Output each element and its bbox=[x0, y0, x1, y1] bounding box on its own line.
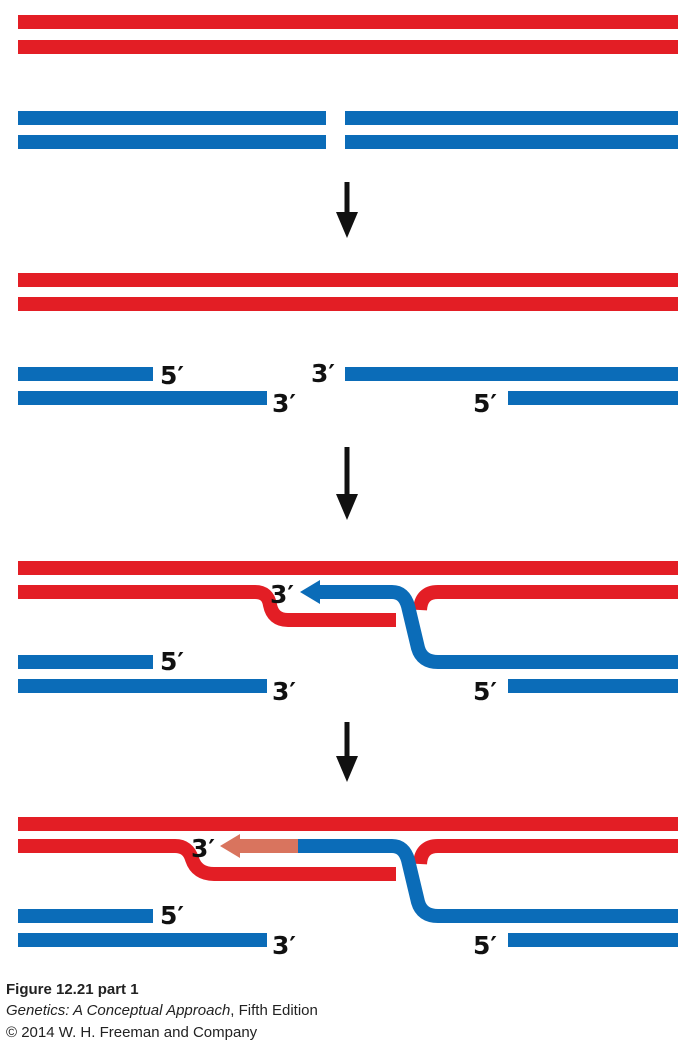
panel-2 bbox=[18, 273, 678, 405]
label-5-prime: 5′ bbox=[160, 901, 184, 930]
label-5-prime: 5′ bbox=[160, 361, 184, 390]
label-3-prime: 3′ bbox=[191, 834, 215, 863]
label-5-prime: 5′ bbox=[473, 389, 497, 418]
red-strand-displaced-left bbox=[18, 585, 396, 627]
book-title: Genetics: A Conceptual Approach bbox=[6, 1002, 231, 1019]
figure-number: Figure 12.21 part 1 bbox=[6, 981, 139, 998]
red-strand-displaced-right bbox=[413, 839, 678, 865]
step-arrow-3 bbox=[336, 722, 358, 782]
step-arrow-1 bbox=[336, 182, 358, 238]
label-5-prime: 5′ bbox=[473, 931, 497, 960]
label-5-prime: 5′ bbox=[160, 647, 184, 676]
label-3-prime: 3′ bbox=[272, 931, 296, 960]
label-3-prime: 3′ bbox=[272, 677, 296, 706]
label-3-prime: 3′ bbox=[311, 359, 335, 388]
panel-4 bbox=[18, 817, 678, 947]
label-3-prime: 3′ bbox=[272, 389, 296, 418]
blue-invading-strand bbox=[316, 585, 678, 669]
book-credit: Genetics: A Conceptual Approach, Fifth E… bbox=[6, 1001, 318, 1021]
blue-invading-strand bbox=[298, 839, 678, 923]
step-arrow-2 bbox=[336, 447, 358, 520]
red-strand-displaced-right bbox=[413, 585, 678, 611]
label-3-prime: 3′ bbox=[270, 580, 294, 609]
strand-extension-arrowhead bbox=[300, 580, 320, 604]
edition: , Fifth Edition bbox=[230, 1002, 318, 1019]
panel-1 bbox=[18, 15, 678, 149]
copyright: © 2014 W. H. Freeman and Company bbox=[6, 1024, 258, 1041]
new-dna-arrowhead bbox=[220, 834, 240, 858]
red-strand-displaced-left bbox=[18, 839, 396, 881]
label-5-prime: 5′ bbox=[473, 677, 497, 706]
panel-3 bbox=[18, 561, 678, 693]
